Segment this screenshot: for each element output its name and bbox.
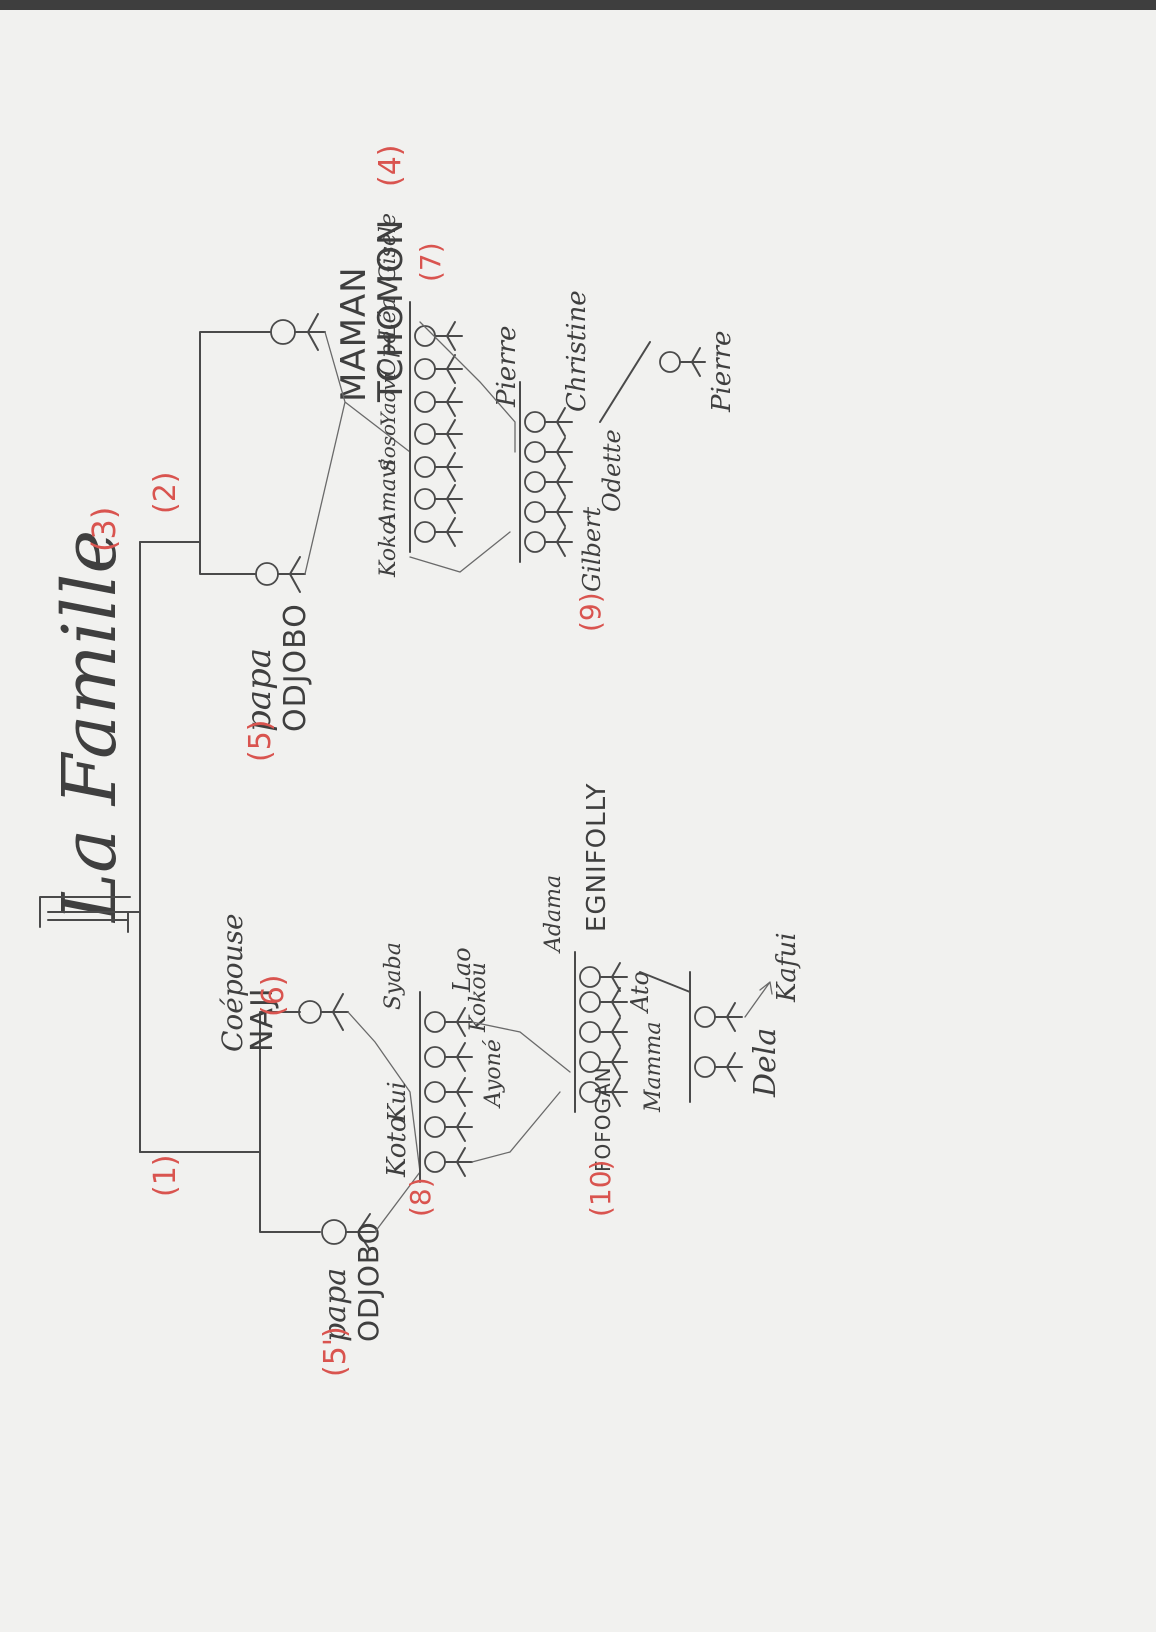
left-grandchild-3: Ato [626,971,654,1014]
right-grandchildren-marker: (9) [574,592,607,632]
page-title: La Famille [47,530,133,924]
parents-left-marker: (1) [148,1155,183,1198]
parents-right-marker: (2) [148,472,183,515]
left-grandchild-4: Adama [541,875,566,954]
right-grandchild-2: Odette [598,429,626,512]
left-child-1: Koto [382,1117,412,1178]
right-grandchild-1: Gilbert [578,506,606,592]
right-grandchild-3: Christine [562,290,592,412]
right-grandchild-inlaw: Pierre [707,331,737,413]
mother-left-marker: (6) [256,975,291,1018]
marker-3: (3) [85,507,123,552]
right-child-6: Léa [376,297,401,339]
right-child-7: Gisèle [376,213,401,282]
father-right-line2: ODJOBO [278,603,313,732]
mother-right-marker: (4) [373,145,408,188]
father-left-marker: (5') [318,1326,353,1377]
left-greatgrandchild-2: Kafui [772,932,802,1003]
right-inlaw-pierre: Pierre [492,326,522,408]
left-children-spouse: Syaba [381,942,406,1010]
father-left-line2: ODJOBO [352,1221,385,1342]
right-children-marker: (7) [414,242,447,282]
mother-right-line1: MAMAN [334,266,374,402]
left-child-5: Lao [448,947,476,993]
left-child-2: Kui [383,1081,411,1123]
father-right-line1: papa [239,648,279,732]
left-grandchild-2: Mamma [641,1022,666,1113]
left-grandchild-1: FOFOGAN [591,1066,615,1172]
father-right-marker: (5) [243,720,278,763]
left-grandchildren-name: EGNIFOLLY [582,782,612,932]
right-child-3: Soso [376,424,400,472]
left-grandchildren-marker: (10) [584,1160,617,1217]
left-child-3: Ayoné [481,1039,506,1109]
left-children-marker: (8) [404,1177,437,1217]
right-child-4: Yaovi [376,373,400,426]
paper [0,10,1156,1632]
right-child-1: Koko [376,521,401,578]
left-greatgrandchild-1: Dela [748,1028,783,1098]
